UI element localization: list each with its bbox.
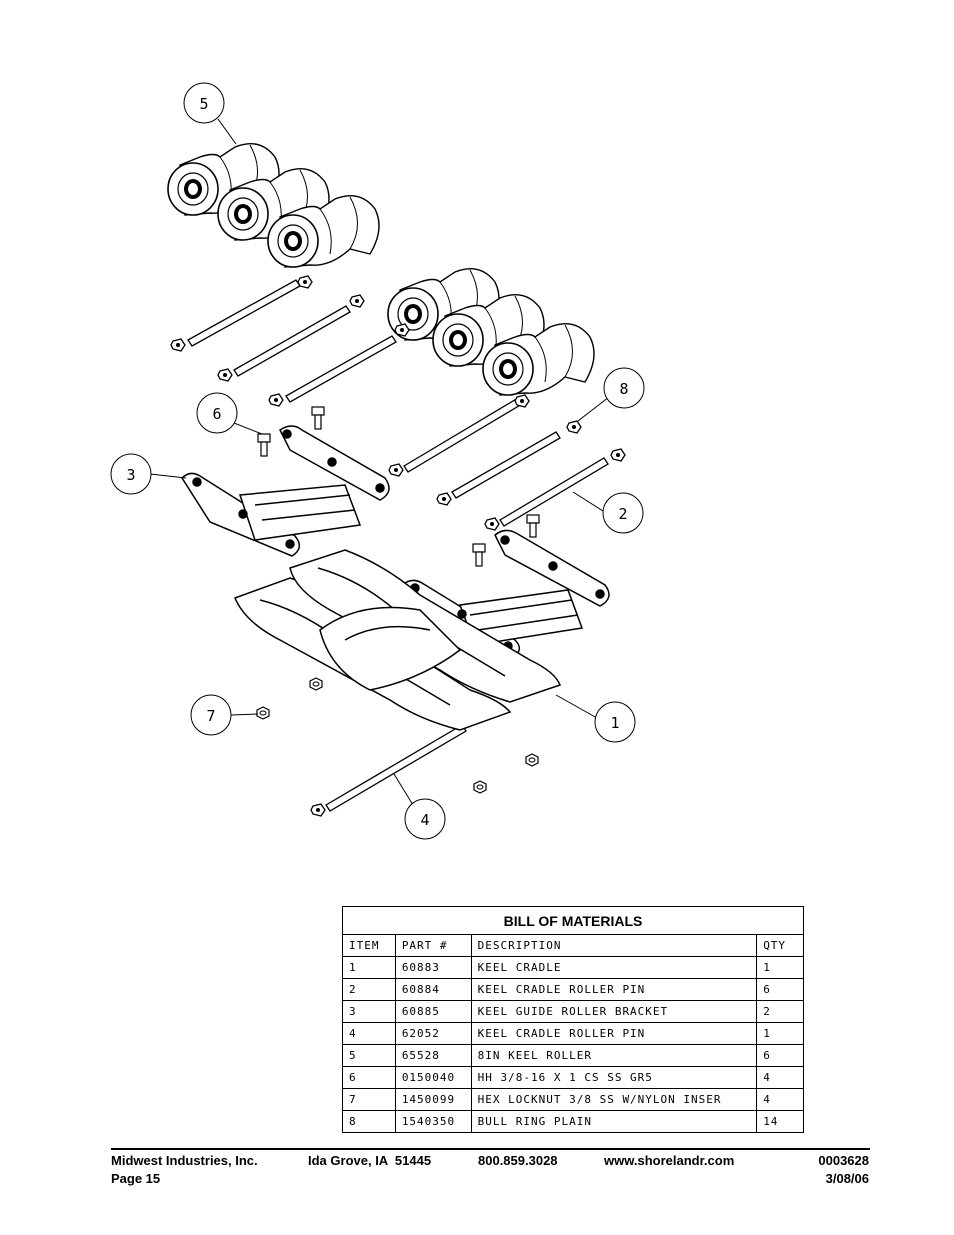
- table-row: 2 60884 KEEL CRADLE ROLLER PIN 6: [342, 978, 804, 1001]
- bom-part: 1540350: [394, 1110, 472, 1133]
- svg-text:7: 7: [206, 707, 215, 725]
- bom-description: HH 3/8-16 X 1 CS SS GR5: [470, 1066, 758, 1089]
- footer-page-number: Page 15: [111, 1171, 161, 1186]
- bom-qty: 14: [756, 1110, 804, 1133]
- svg-text:1: 1: [610, 714, 619, 732]
- bom-description: KEEL GUIDE ROLLER BRACKET: [470, 1000, 758, 1023]
- bom-part: 60883: [394, 956, 472, 979]
- bom-qty: 2: [756, 1000, 804, 1023]
- svg-text:4: 4: [420, 811, 429, 829]
- bom-qty: 1: [756, 956, 804, 979]
- bom-part: 62052: [394, 1022, 472, 1045]
- bom-title: BILL OF MATERIALS: [342, 906, 804, 935]
- bom-item: 1: [342, 956, 396, 979]
- bom-description: KEEL CRADLE ROLLER PIN: [470, 1022, 758, 1045]
- table-row: 4 62052 KEEL CRADLE ROLLER PIN 1: [342, 1022, 804, 1045]
- bom-qty: 4: [756, 1066, 804, 1089]
- bom-item: 2: [342, 978, 396, 1001]
- table-row: 1 60883 KEEL CRADLE 1: [342, 956, 804, 979]
- keel-cradle: [234, 549, 561, 731]
- bom-item: 6: [342, 1066, 396, 1089]
- bill-of-materials-table: BILL OF MATERIALS ITEM PART # DESCRIPTIO…: [342, 906, 804, 1133]
- bom-header-qty: QTY: [756, 934, 804, 957]
- footer-doc-number: 0003628: [818, 1153, 869, 1168]
- bom-part: 1450099: [394, 1088, 472, 1111]
- bom-qty: 1: [756, 1022, 804, 1045]
- callout-4: 4: [404, 798, 446, 840]
- roller-group-upper: [167, 142, 380, 268]
- footer-website-link[interactable]: www.shorelandr.com: [604, 1153, 735, 1168]
- bom-item: 3: [342, 1000, 396, 1023]
- bom-description: KEEL CRADLE: [470, 956, 758, 979]
- callout-2: 2: [602, 492, 644, 534]
- bom-description: HEX LOCKNUT 3/8 SS W/NYLON INSER: [470, 1088, 758, 1111]
- callout-6: 6: [196, 392, 238, 434]
- bom-part: 60884: [394, 978, 472, 1001]
- svg-text:2: 2: [618, 505, 627, 523]
- callout-1: 1: [594, 701, 636, 743]
- table-row: 7 1450099 HEX LOCKNUT 3/8 SS W/NYLON INS…: [342, 1088, 804, 1111]
- bom-item: 5: [342, 1044, 396, 1067]
- bom-part: 0150040: [394, 1066, 472, 1089]
- svg-text:8: 8: [619, 380, 628, 398]
- bom-header-item: ITEM: [342, 934, 396, 957]
- svg-text:5: 5: [199, 95, 208, 113]
- table-row: 8 1540350 BULL RING PLAIN 14: [342, 1110, 804, 1133]
- svg-text:3: 3: [126, 466, 135, 484]
- svg-text:6: 6: [212, 405, 221, 423]
- table-row: 5 65528 8IN KEEL ROLLER 6: [342, 1044, 804, 1067]
- callout-3: 3: [110, 453, 152, 495]
- bom-item: 7: [342, 1088, 396, 1111]
- bom-part: 60885: [394, 1000, 472, 1023]
- roller-group-lower: [387, 267, 595, 396]
- table-row: 3 60885 KEEL GUIDE ROLLER BRACKET 2: [342, 1000, 804, 1023]
- bom-qty: 4: [756, 1088, 804, 1111]
- bom-item: 8: [342, 1110, 396, 1133]
- footer-phone: 800.859.3028: [478, 1153, 558, 1168]
- bom-header-description: DESCRIPTION: [470, 934, 758, 957]
- bom-item: 4: [342, 1022, 396, 1045]
- bom-header-part: PART #: [394, 934, 472, 957]
- bom-qty: 6: [756, 978, 804, 1001]
- bom-qty: 6: [756, 1044, 804, 1067]
- callout-8: 8: [603, 367, 645, 409]
- exploded-parts-drawing: 5 6 3 8 2 7 1 4: [110, 82, 645, 840]
- leader-lines: [149, 118, 610, 806]
- callout-7: 7: [190, 694, 232, 736]
- footer-location: Ida Grove, IA 51445: [308, 1153, 432, 1168]
- bom-title-row: BILL OF MATERIALS: [342, 906, 804, 935]
- table-row: 6 0150040 HH 3/8-16 X 1 CS SS GR5 4: [342, 1066, 804, 1089]
- bom-description: KEEL CRADLE ROLLER PIN: [470, 978, 758, 1001]
- bom-part: 65528: [394, 1044, 472, 1067]
- bracket-left: [181, 425, 390, 557]
- callout-5: 5: [183, 82, 225, 124]
- roller-pins: [187, 279, 609, 812]
- bom-description: 8IN KEEL ROLLER: [470, 1044, 758, 1067]
- footer-date: 3/08/06: [825, 1171, 869, 1186]
- bom-description: BULL RING PLAIN: [470, 1110, 758, 1133]
- footer-company: Midwest Industries, Inc.: [111, 1153, 258, 1168]
- footer-divider: [111, 1148, 870, 1150]
- bom-header-row: ITEM PART # DESCRIPTION QTY: [342, 934, 804, 957]
